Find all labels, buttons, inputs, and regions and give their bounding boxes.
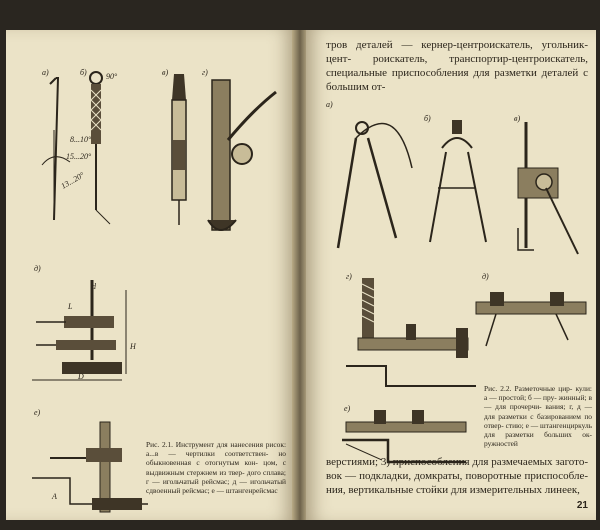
label-a-left: а) (42, 68, 49, 77)
double-gauge-illustration (26, 270, 156, 385)
figure-caption-right: Рис. 2.2. Разметочные цир- кули: а — про… (484, 384, 592, 449)
compass-d-illustration (466, 292, 596, 350)
label-v-right: в) (514, 114, 521, 123)
compass-v-illustration (506, 118, 586, 258)
label-e-left: е) (34, 408, 41, 417)
page-number: 21 (576, 500, 588, 511)
angle-label: 90° (106, 72, 118, 81)
label-b-left: б) (80, 68, 87, 77)
compass-a-illustration (326, 108, 416, 258)
left-page: а) 8...10° 15...20° 13...20° б) 90° в) г… (6, 30, 294, 520)
label-v-left: в) (162, 68, 169, 77)
scriber-a-illustration (36, 70, 96, 210)
surface-gauge-illustration (198, 70, 278, 240)
dimension-label: L (68, 302, 73, 311)
label-e-right: е) (344, 404, 351, 413)
angle-label: 8...10° (70, 135, 92, 144)
label-a-right: а) (326, 100, 333, 109)
right-page: тров деталей — кернер-центроискатель, уг… (306, 30, 596, 520)
compass-b-illustration (424, 120, 494, 248)
dimension-label: D (78, 372, 84, 381)
compass-g-illustration (346, 278, 476, 390)
dimension-label: A (52, 492, 57, 501)
label-b-right: б) (424, 114, 431, 123)
label-d-left: д) (34, 264, 41, 273)
label-d-right: д) (482, 272, 489, 281)
height-gauge-illustration (30, 418, 150, 518)
figure-caption-left: Рис. 2.1. Инструмент для нанесения рисок… (146, 440, 286, 496)
compass-e-illustration (342, 410, 472, 466)
scriber-v-illustration (166, 74, 196, 230)
dimension-label: H (130, 342, 136, 351)
angle-label: 15...20° (66, 152, 92, 161)
scriber-b-illustration (82, 70, 122, 220)
label-g-right: г) (346, 272, 352, 281)
dimension-label: d (92, 282, 96, 291)
right-page-bottom-text: верстиями; 3) приспособления для размеча… (326, 456, 588, 496)
right-page-top-text: тров деталей — кернер-центроискатель, уг… (326, 39, 588, 93)
label-g-left: г) (202, 68, 208, 77)
book-spine (292, 30, 308, 520)
